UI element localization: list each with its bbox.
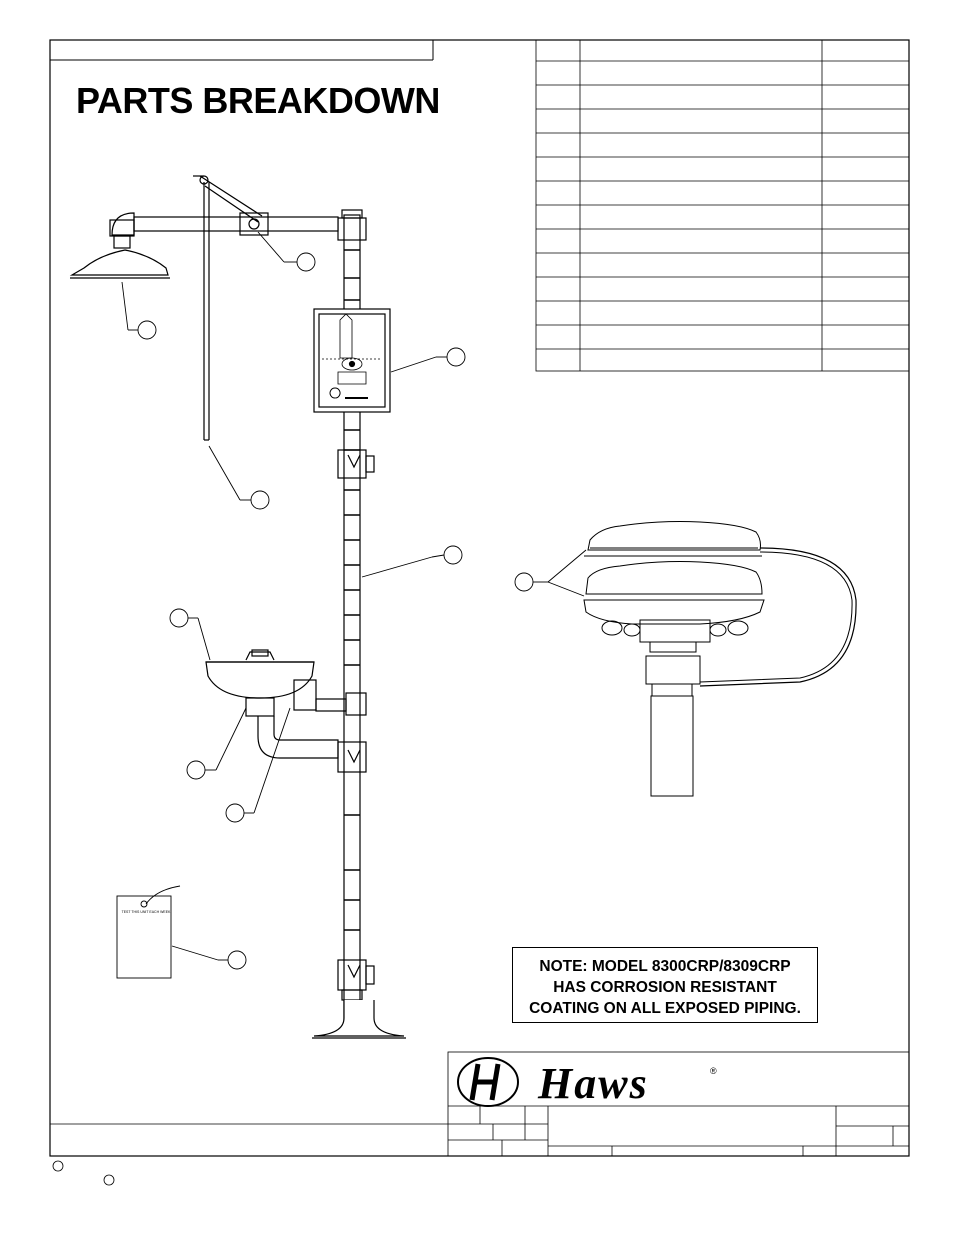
callout-circle [446,347,466,367]
callout-circle [250,490,270,510]
callout-circle [514,572,534,592]
crp-note: NOTE: MODEL 8300CRP/8309CRP HAS CORROSIO… [512,947,818,1023]
callout-circle [227,950,247,970]
haws-logo-mark [457,1057,519,1107]
tag-text: TEST THIS UNIT EACH WEEK [121,910,171,914]
page-title: PARTS BREAKDOWN [76,80,440,121]
note-line-1: NOTE: MODEL 8300CRP/8309CRP [539,958,791,975]
title-block [50,1051,910,1157]
haws-logo-text: Haws [538,1059,649,1108]
callouts [121,231,587,970]
shower-unit-illustration [69,175,406,1039]
cover-detail-illustration [583,521,857,797]
callout-circle [137,320,157,340]
callout-circle [169,608,189,628]
callout-circle [443,545,463,565]
registered-mark: ® [710,1066,717,1076]
callout-circle [296,252,316,272]
note-line-3: COATING ON ALL EXPOSED PIPING. [529,1000,801,1017]
callout-circle [186,760,206,780]
inspection-tag [116,885,181,979]
parts-table [535,39,910,372]
note-line-2: HAS CORROSION RESISTANT [553,979,777,996]
callout-circle [225,803,245,823]
